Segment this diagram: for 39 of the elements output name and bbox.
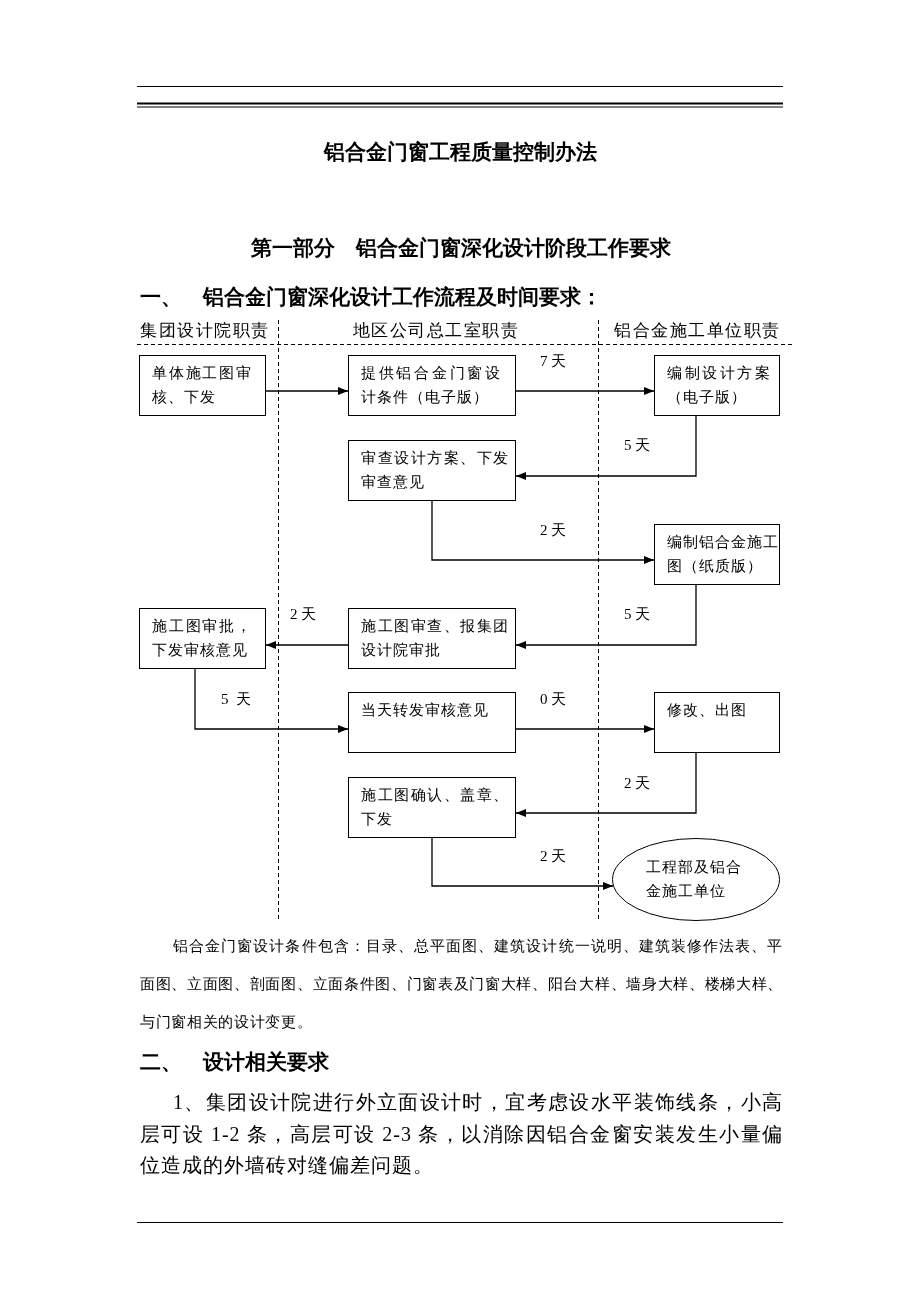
paragraph: 铝合金门窗设计条件包含：目录、总平面图、建筑设计统一说明、建筑装修作法表、平面图、立面图、剖面图、立面条件图、门窗表及门窗大样、阳台大样、墙身大样、楼梯大样、与门窗相关的设计变更。 (140, 937, 783, 1032)
arrow (515, 387, 655, 395)
edge-label: 0 天 (539, 690, 567, 708)
arrow (515, 584, 697, 649)
edge-label: 2 天 (539, 847, 567, 865)
edge-label: 2 天 (289, 605, 317, 623)
section-heading: 第一部分 铝合金门窗深化设计阶段工作要求 (251, 235, 671, 261)
edge-label: 5 天 (623, 436, 651, 454)
arrow (431, 500, 655, 564)
lane-header: 铝合金施工单位职责 (614, 320, 781, 342)
process-box: 单体施工图审核、下发 (139, 355, 266, 416)
edge-label: 7 天 (539, 352, 567, 370)
section-heading: 一、 铝合金门窗深化设计工作流程及时间要求： (140, 284, 602, 310)
arrow (515, 752, 697, 817)
process-box: 编制铝合金施工图（纸质版） (654, 524, 780, 585)
arrow (265, 387, 349, 395)
edge-label: 5 天 (221, 690, 251, 708)
terminal-ellipse: 工程部及铝合金施工单位 (612, 838, 780, 921)
edge-label: 2 天 (539, 521, 567, 539)
process-box: 审查设计方案、下发审查意见 (348, 440, 516, 501)
arrow (515, 415, 697, 480)
process-box: 施工图审批，下发审核意见 (139, 608, 266, 669)
process-box: 当天转发审核意见 (348, 692, 516, 753)
process-box: 施工图确认、盖章、下发 (348, 777, 516, 838)
process-box: 提供铝合金门窗设计条件（电子版） (348, 355, 516, 416)
section-heading: 二、 设计相关要求 (140, 1049, 329, 1075)
process-box: 编制设计方案（电子版） (654, 355, 780, 416)
arrow (265, 641, 349, 649)
edge-label: 5 天 (623, 605, 651, 623)
lane-header: 地区公司总工室职责 (352, 320, 520, 342)
paragraph: 1、集团设计院进行外立面设计时，宜考虑设水平装饰线条，小高层可设 1-2 条，高层可设 2-3 条，以消除因铝合金窗安装发生小量偏位造成的外墙砖对缝偏差问题。 (140, 1090, 783, 1178)
arrow (431, 837, 614, 890)
arrow (194, 668, 349, 733)
lane-header: 集团设计院职责 (140, 320, 270, 342)
process-box: 修改、出图 (654, 692, 780, 753)
arrow (515, 725, 655, 733)
edge-label: 2 天 (623, 774, 651, 792)
document-title: 铝合金门窗工程质量控制办法 (323, 140, 597, 164)
process-box: 施工图审查、报集团设计院审批 (348, 608, 516, 669)
